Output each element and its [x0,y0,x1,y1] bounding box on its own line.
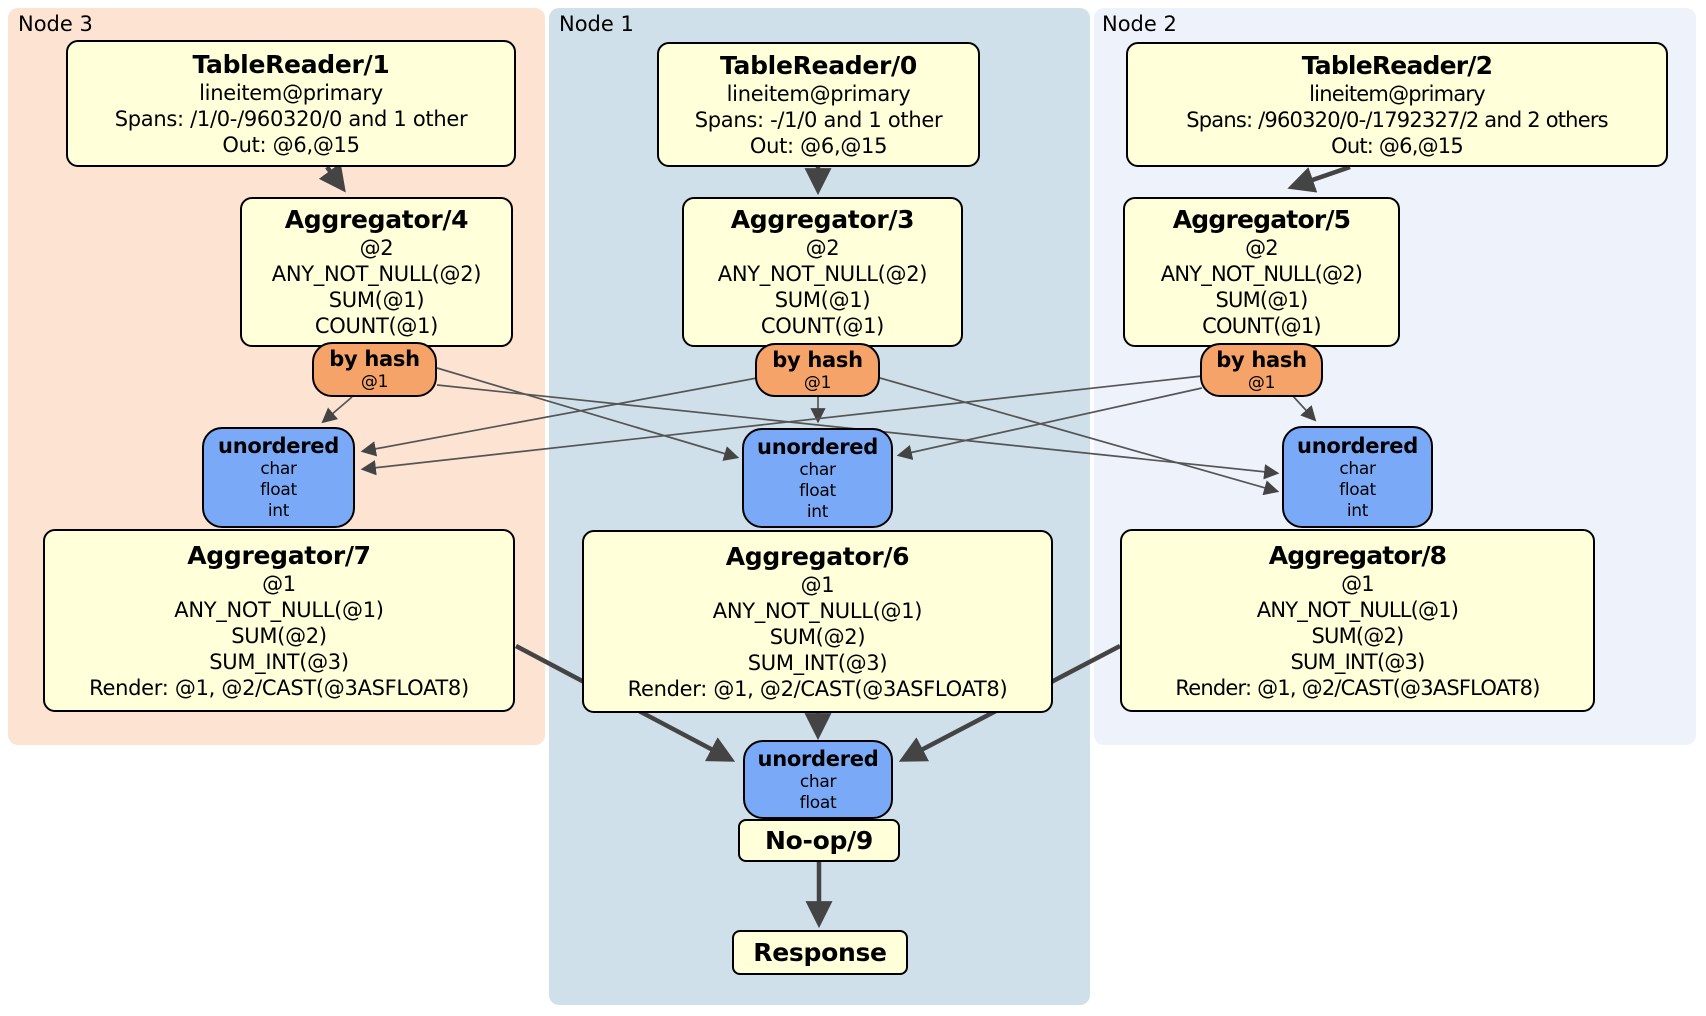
table-reader-0-box: TableReader/0 lineitem@primary Spans: -/… [657,42,980,167]
edge-byhash1-unordered3 [360,377,758,457]
spans-line: Spans: -/1/0 and 1 other [694,107,943,132]
table-index: lineitem@primary [199,80,383,105]
agg-fn-line: ANY_NOT_NULL(@1) [174,597,384,622]
edge-byhash2-unordered1 [896,387,1203,460]
group-key-line: @2 [1245,236,1279,260]
processor-title: Response [753,937,887,967]
aggregator-3-box: Aggregator/3 @2 ANY_NOT_NULL(@2) SUM(@1)… [682,197,963,347]
aggregator-5-box: Aggregator/5 @2 ANY_NOT_NULL(@2) SUM(@1)… [1123,197,1400,347]
agg-fn-line: SUM_INT(@3) [747,650,888,675]
table-index: lineitem@primary [726,81,911,106]
out-columns-line: Out: @6,@15 [1331,133,1464,158]
processor-title: Aggregator/7 [187,540,371,570]
processor-title: Aggregator/6 [725,541,910,571]
table-reader-1-box: TableReader/1 lineitem@primary Spans: /1… [66,40,516,167]
sync-title: unordered [1297,433,1418,458]
edge-byhash2-unordered3 [360,375,1203,476]
out-columns-line: Out: @6,@15 [222,132,360,157]
agg-fn-line: COUNT(@1) [1202,314,1321,338]
table-reader-2-box: TableReader/2 lineitem@primary Spans: /9… [1126,42,1668,167]
sync-title: unordered [218,434,339,458]
spans-line: Spans: /960320/0-/1792327/2 and 2 others [1186,107,1608,132]
agg-fn-line: COUNT(@1) [760,314,885,338]
sync-column: char [260,459,297,479]
agg-fn-line: COUNT(@1) [314,314,439,338]
agg-fn-line: SUM(@2) [231,623,327,648]
unordered-sync-node1: unordered char float int [742,428,893,528]
agg-fn-line: ANY_NOT_NULL(@1) [712,598,923,623]
agg-fn-line: ANY_NOT_NULL(@2) [717,262,928,286]
edge-byhash2-unordered2 [1291,394,1317,422]
group-key-line: @2 [359,236,394,260]
group-key-line: @1 [1341,571,1375,596]
edge-byhash1-unordered2 [879,377,1280,496]
router-key: @1 [803,372,832,393]
unordered-sync-node3: unordered char float int [202,427,355,528]
render-line: Render: @1, @2/CAST(@3ASFLOAT8) [89,675,469,700]
agg-fn-line: SUM_INT(@3) [209,649,349,674]
aggregator-4-box: Aggregator/4 @2 ANY_NOT_NULL(@2) SUM(@1)… [240,197,513,347]
processor-title: TableReader/1 [192,49,390,79]
router-title: by hash [329,347,420,371]
agg-fn-line: SUM(@1) [1215,288,1309,312]
router-title: by hash [772,347,863,372]
processor-title: TableReader/2 [1301,50,1493,80]
agg-fn-line: SUM(@2) [1311,623,1405,648]
aggregator-7-box: Aggregator/7 @1 ANY_NOT_NULL(@1) SUM(@2)… [43,529,515,712]
spans-line: Spans: /1/0-/960320/0 and 1 other [114,106,468,131]
agg-fn-line: ANY_NOT_NULL(@2) [271,262,482,286]
sync-column: char [799,771,837,792]
hash-router-node1: by hash @1 [755,343,880,397]
processor-title: TableReader/0 [719,50,917,80]
render-line: Render: @1, @2/CAST(@3ASFLOAT8) [627,676,1008,701]
group-key-line: @1 [262,571,296,596]
sync-column: int [1346,500,1369,521]
router-title: by hash [1216,347,1307,372]
edge-byhash3-unordered1 [436,367,740,461]
processor-title: No-op/9 [765,825,873,855]
render-line: Render: @1, @2/CAST(@3ASFLOAT8) [1175,675,1540,700]
processor-title: Aggregator/3 [730,205,915,234]
edge-tablereader2-aggregator5 [1287,164,1351,193]
aggregator-8-box: Aggregator/8 @1 ANY_NOT_NULL(@1) SUM(@2)… [1120,529,1595,712]
region-label-node2: Node 2 [1102,12,1177,36]
agg-fn-line: SUM(@1) [328,288,425,312]
sync-column: float [799,792,837,813]
agg-fn-line: ANY_NOT_NULL(@1) [1256,597,1459,622]
agg-fn-line: SUM(@2) [769,624,866,649]
sync-column: float [260,480,297,500]
unordered-sync-final: unordered char float [743,740,893,819]
agg-fn-line: SUM_INT(@3) [1290,649,1426,674]
aggregator-6-box: Aggregator/6 @1 ANY_NOT_NULL(@1) SUM(@2)… [582,530,1053,713]
hash-router-node2: by hash @1 [1200,343,1323,397]
group-key-line: @2 [805,236,840,260]
agg-fn-line: ANY_NOT_NULL(@2) [1160,262,1363,286]
edge-byhash3-unordered3 [321,396,353,424]
out-columns-line: Out: @6,@15 [749,133,888,158]
region-label-node1: Node 1 [559,12,634,36]
router-key: @1 [1247,372,1276,393]
agg-fn-line: SUM(@1) [774,288,871,312]
sync-column: char [1339,458,1376,479]
sync-column: int [267,501,290,521]
sync-title: unordered [757,746,879,771]
noop-box: No-op/9 [738,819,900,862]
table-index: lineitem@primary [1309,81,1486,106]
sync-column: float [1339,479,1376,500]
sync-column: char [799,459,836,480]
edge-tablereader1-aggregator4 [318,162,346,193]
unordered-sync-node2: unordered char float int [1282,426,1433,528]
sync-column: int [806,501,829,522]
processor-title: Aggregator/5 [1172,205,1351,234]
router-key: @1 [360,372,389,392]
region-label-node3: Node 3 [18,12,93,36]
group-key-line: @1 [800,572,835,597]
hash-router-node3: by hash @1 [312,342,437,397]
sync-title: unordered [757,434,878,459]
processor-title: Aggregator/8 [1268,540,1447,570]
response-box: Response [732,930,908,975]
sync-column: float [799,480,836,501]
processor-title: Aggregator/4 [284,205,469,234]
